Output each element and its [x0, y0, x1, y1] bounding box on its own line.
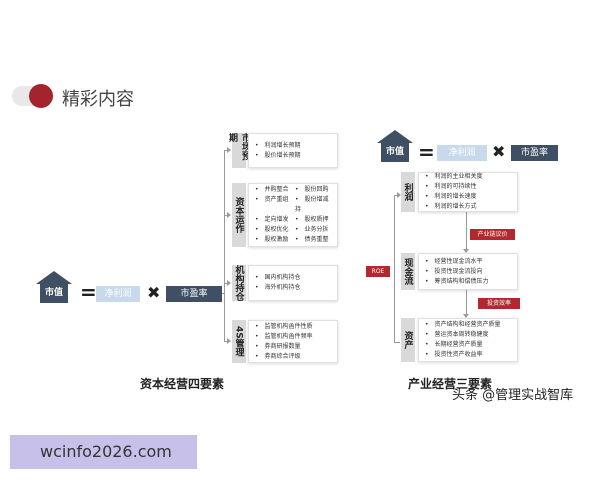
market-expectation-box: 利润增长预期 股价增长预期 [248, 133, 338, 168]
watermark: 头条 @管理实战智库 [452, 388, 574, 403]
net-profit-box: 净利润 [437, 145, 487, 161]
list-item: 营运资本周转稳健度 [425, 330, 511, 340]
list-item: 利润的主业相关度 [425, 172, 511, 182]
arrow-down-icon [463, 249, 469, 253]
pe-box: 市盈率 [511, 145, 558, 161]
flow-line [466, 290, 467, 315]
capital-operation-box: 并购整合 股份回购 资产重组 股份增减持 定向增发 股权质押 股权优化 业务分拆… [248, 183, 338, 247]
site-url-banner[interactable]: wcinfo2026.com [10, 435, 197, 469]
assets-box: 资产结构和经营资产质量 营运资本周转稳健度 长期经营资产质量 投资性资产收益率 [418, 318, 518, 362]
red-dot-icon [29, 84, 53, 108]
list-item: 资产重组 [255, 195, 291, 215]
tree-link [224, 215, 228, 216]
institution-holding-box: 国内机构持仓 海外机构持仓 [248, 265, 338, 301]
efficiency-tag: 投资效率 [478, 298, 520, 309]
list-item: 利润的增长速度 [425, 192, 511, 202]
box-label: 机构持仓 [232, 265, 246, 301]
arrow-icon [397, 192, 401, 198]
list-item: 业务分拆 [295, 225, 331, 235]
roe-tag: ROE [366, 266, 390, 277]
list-item: 股价增长预期 [255, 151, 331, 161]
arrow-icon [227, 212, 231, 218]
arrow-icon [227, 338, 231, 344]
tree-link [224, 283, 228, 284]
equals-sign: = [80, 280, 97, 304]
left-caption: 资本经营四要素 [140, 377, 225, 391]
list-item: 利润的增长方式 [425, 202, 511, 212]
tree-link [224, 341, 228, 342]
list-item: 投资性资产收益率 [425, 350, 511, 360]
box-label: 资产 [401, 318, 415, 362]
list-item: 定向增发 [255, 215, 291, 225]
loop-line [394, 195, 395, 342]
box-label: 现金流 [401, 253, 415, 290]
list-item: 利润的可持续性 [425, 182, 511, 192]
list-item: 长期经营资产质量 [425, 340, 511, 350]
tree-line [224, 150, 225, 342]
list-item: 股权激励 [255, 235, 291, 245]
profit-box: 利润的主业相关度 利润的可持续性 利润的增长速度 利润的增长方式 [418, 172, 518, 212]
list-item: 券商研报数量 [255, 342, 331, 352]
list-item: 海外机构持仓 [255, 283, 331, 293]
house-icon: 市值 [377, 130, 413, 162]
list-item: 股权质押 [295, 215, 331, 225]
list-item: 利润增长预期 [255, 141, 331, 151]
list-item: 监管机构函件性质 [255, 322, 331, 332]
arrow-down-icon [463, 314, 469, 318]
list-item: 监管机构函件频率 [255, 332, 331, 342]
list-item: 债务重整 [295, 235, 331, 245]
pe-box: 市盈率 [166, 286, 222, 302]
section-title: 精彩内容 [62, 89, 134, 110]
net-profit-box: 净利润 [96, 286, 140, 302]
bargaining-tag: 产业链议价 [470, 229, 515, 240]
list-item: 并购整合 [255, 185, 291, 195]
list-item: 资产结构和经营资产质量 [425, 320, 511, 330]
times-icon: ✖ [492, 142, 506, 161]
box-label: 资本运作 [232, 183, 246, 247]
equals-sign: = [418, 140, 435, 164]
list-item: 筹资结构和偿债压力 [425, 277, 511, 287]
list-item: 投资性现金流投向 [425, 267, 511, 277]
box-label: 利润 [401, 172, 415, 212]
list-item: 券商综合评级 [255, 352, 331, 362]
list-item: 国内机构持仓 [255, 273, 331, 283]
list-item: 经营性现金流水平 [425, 257, 511, 267]
arrow-icon [227, 280, 231, 286]
4s-management-box: 监管机构函件性质 监管机构函件频率 券商研报数量 券商综合评级 [248, 320, 338, 363]
arrow-icon [227, 147, 231, 153]
tree-link [222, 293, 225, 294]
tree-link [224, 150, 228, 151]
cashflow-box: 经营性现金流水平 投资性现金流投向 筹资结构和偿债压力 [418, 253, 518, 290]
list-item: 股权优化 [255, 225, 291, 235]
list-item: 股份回购 [295, 185, 331, 195]
box-label: 市场预期 [227, 133, 250, 168]
house-icon: 市值 [36, 271, 72, 303]
flow-line [466, 212, 467, 250]
right-caption: 产业经营三要素 [408, 377, 493, 391]
loop-link [394, 342, 400, 343]
box-label: 4S管理 [232, 320, 246, 363]
times-icon: ✖ [147, 283, 161, 302]
loop-link [394, 195, 398, 196]
list-item: 股份增减持 [295, 195, 331, 215]
